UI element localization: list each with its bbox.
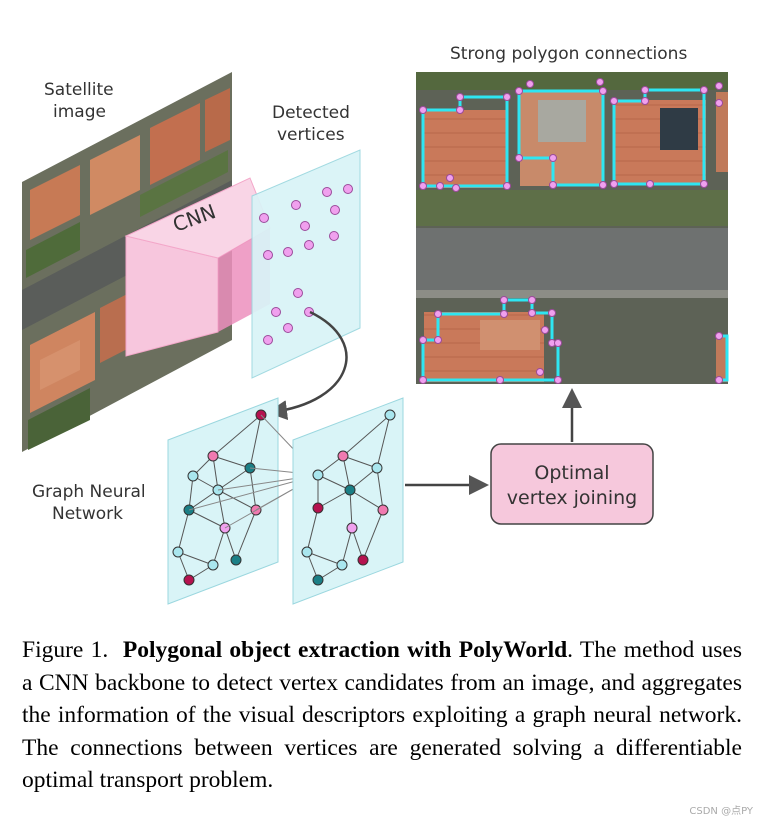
detected-label-line2: vertices bbox=[277, 125, 345, 145]
caption-title: Polygonal object extraction with PolyWor… bbox=[122, 637, 568, 663]
strong-polygon-image bbox=[416, 72, 729, 384]
strong-polygon-label: Strong polygon connections bbox=[450, 44, 687, 64]
caption-body: . The method uses a CNN backbone to dete… bbox=[22, 637, 742, 793]
optimal-vertex-joining-box: Optimal vertex joining bbox=[490, 443, 654, 525]
gnn-label-line2: Network bbox=[52, 504, 123, 524]
figure-caption: Figure 1. Polygonal object extraction wi… bbox=[22, 634, 742, 797]
satellite-label-line2: image bbox=[53, 102, 106, 122]
optimal-label-line1: Optimal bbox=[534, 462, 609, 484]
detected-label-line1: Detected bbox=[272, 103, 350, 123]
vertices-to-gnn-arrow bbox=[267, 310, 348, 421]
gnn-label-line1: Graph Neural bbox=[32, 482, 146, 502]
detected-vertex-dots bbox=[259, 184, 353, 345]
detected-vertices-panel bbox=[251, 149, 361, 379]
polyworld-diagram: CNN Satellite image Detected vertices bbox=[22, 44, 729, 605]
satellite-label-line1: Satellite bbox=[44, 80, 114, 100]
gnn-panel-right bbox=[292, 397, 404, 605]
watermark: CSDN @点PY bbox=[689, 806, 753, 817]
caption-figure-number: Figure 1. bbox=[22, 637, 109, 663]
optimal-label-line2: vertex joining bbox=[507, 487, 637, 509]
